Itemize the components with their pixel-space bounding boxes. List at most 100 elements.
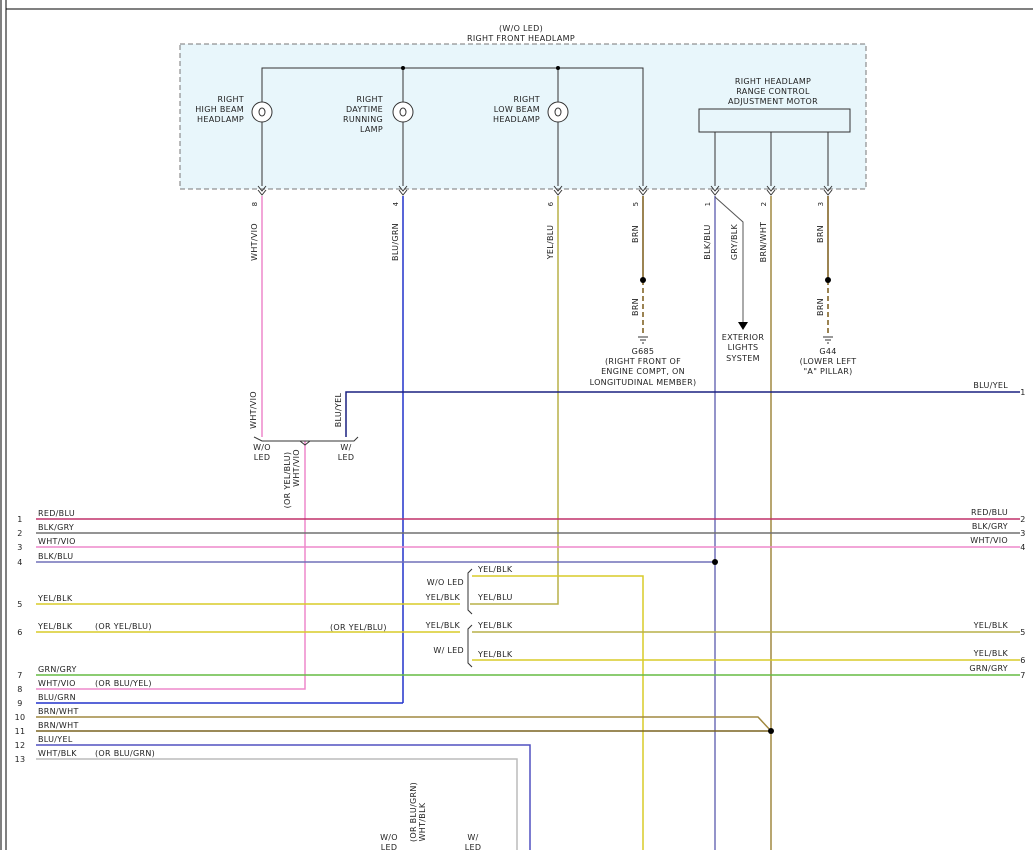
left-wire-label: BRN/WHT bbox=[38, 721, 79, 730]
mid-bracket-wo bbox=[467, 568, 473, 615]
left-wire-alt-label: (OR YEL/BLU) bbox=[95, 622, 152, 631]
svg-text:EXTERIOR: EXTERIOR bbox=[722, 333, 765, 342]
wire-yel-blu bbox=[470, 196, 559, 605]
bottom-w-led-label: W/ LED bbox=[465, 833, 481, 850]
left-wire-label: BLU/YEL bbox=[38, 735, 73, 744]
svg-text:RIGHT: RIGHT bbox=[356, 95, 383, 104]
svg-text:(OR YEL/BLU): (OR YEL/BLU) bbox=[330, 623, 387, 632]
ground-g685-label: G685 (RIGHT FRONT OF ENGINE COMPT, ON LO… bbox=[590, 347, 697, 387]
svg-text:2: 2 bbox=[760, 202, 768, 207]
left-wire-label: WHT/VIO bbox=[38, 537, 76, 546]
right-pin-number: 6 bbox=[1020, 656, 1025, 665]
arrow-down-icon bbox=[738, 322, 748, 330]
vertical-wire-labels: WHT/VIO BLU/GRN YEL/BLU BRN BRN BLK/BLU … bbox=[249, 222, 825, 429]
left-pin-number: 10 bbox=[15, 713, 26, 722]
left-pin-number: 13 bbox=[15, 755, 26, 764]
right-wire-label: GRN/GRY bbox=[969, 664, 1008, 673]
motor-body bbox=[698, 108, 851, 133]
svg-text:BLU/GRN: BLU/GRN bbox=[391, 223, 400, 261]
svg-text:RANGE CONTROL: RANGE CONTROL bbox=[736, 87, 810, 96]
left-wire-label: GRN/GRY bbox=[38, 665, 77, 674]
svg-text:(LOWER LEFT: (LOWER LEFT bbox=[800, 357, 857, 366]
wire-wht-blk-13 bbox=[36, 758, 518, 850]
svg-text:BRN: BRN bbox=[631, 298, 640, 316]
svg-text:LED: LED bbox=[338, 453, 355, 462]
mid-w-led-label: W/ LED bbox=[433, 646, 464, 655]
right-wire-label: WHT/VIO bbox=[970, 536, 1008, 545]
left-connector: 1RED/BLU2BLK/GRY3WHT/VIO4BLK/BLU5YEL/BLK… bbox=[15, 509, 155, 764]
svg-text:6: 6 bbox=[547, 201, 555, 206]
splice-brn-g685 bbox=[640, 277, 646, 283]
high-beam-label: RIGHT HIGH BEAM HEADLAMP bbox=[195, 95, 244, 124]
svg-text:(RIGHT FRONT OF: (RIGHT FRONT OF bbox=[605, 357, 681, 366]
svg-text:(OR YEL/BLU): (OR YEL/BLU) bbox=[283, 452, 292, 509]
left-wire-alt-label: (OR BLU/GRN) bbox=[95, 749, 155, 758]
svg-text:(OR BLU/GRN): (OR BLU/GRN) bbox=[409, 782, 418, 842]
left-pin-number: 12 bbox=[15, 741, 26, 750]
mid-bracket-w bbox=[467, 624, 473, 668]
left-pin-number: 8 bbox=[17, 685, 22, 694]
low-beam-label: RIGHT LOW BEAM HEADLAMP bbox=[493, 95, 540, 124]
svg-text:G44: G44 bbox=[819, 347, 836, 356]
left-wire-label: BRN/WHT bbox=[38, 707, 79, 716]
motor-leads bbox=[714, 132, 829, 186]
splice-blk-blu bbox=[712, 559, 718, 565]
svg-text:GRY/BLK: GRY/BLK bbox=[730, 223, 739, 260]
left-pin-number: 7 bbox=[17, 671, 22, 680]
svg-text:W/: W/ bbox=[340, 443, 351, 452]
svg-text:HEADLAMP: HEADLAMP bbox=[197, 115, 244, 124]
svg-text:HEADLAMP: HEADLAMP bbox=[493, 115, 540, 124]
mid-wo-led-label: W/O LED bbox=[427, 578, 464, 587]
svg-text:BLK/BLU: BLK/BLU bbox=[703, 224, 712, 259]
mid-wire-labels: YEL/BLK YEL/BLK YEL/BLU (OR YEL/BLU) YEL… bbox=[330, 565, 513, 659]
svg-text:BLU/YEL: BLU/YEL bbox=[334, 392, 343, 427]
vertical-wires bbox=[36, 196, 1020, 850]
svg-text:W/O: W/O bbox=[253, 443, 271, 452]
left-pin-number: 1 bbox=[17, 515, 22, 524]
internal-bus bbox=[261, 67, 644, 186]
svg-text:1: 1 bbox=[704, 202, 712, 207]
left-wire-label: RED/BLU bbox=[38, 509, 75, 518]
bus-splice-low bbox=[556, 66, 560, 70]
left-pin-number: 9 bbox=[17, 699, 22, 708]
right-wire-label: RED/BLU bbox=[971, 508, 1008, 517]
svg-text:DAYTIME: DAYTIME bbox=[346, 105, 383, 114]
svg-text:LED: LED bbox=[381, 843, 398, 850]
right-pin-number: 2 bbox=[1020, 515, 1025, 524]
svg-text:LAMP: LAMP bbox=[360, 125, 383, 134]
left-pin-number: 2 bbox=[17, 529, 22, 538]
ground-icon bbox=[638, 336, 833, 344]
bus-splice-drl bbox=[401, 66, 405, 70]
svg-text:BRN/WHT: BRN/WHT bbox=[759, 222, 768, 263]
svg-text:WHT/VIO: WHT/VIO bbox=[292, 449, 301, 487]
headlamp-title: RIGHT FRONT HEADLAMP bbox=[467, 34, 575, 43]
right-wire-label: YEL/BLK bbox=[973, 649, 1009, 658]
right-pin-number: 5 bbox=[1020, 628, 1025, 637]
ground-g44-label: G44 (LOWER LEFT "A" PILLAR) bbox=[800, 347, 857, 376]
variant-bracket bbox=[253, 436, 359, 446]
left-wire-label: YEL/BLK bbox=[37, 622, 73, 631]
svg-text:YEL/BLK: YEL/BLK bbox=[425, 621, 461, 630]
svg-text:WHT/VIO: WHT/VIO bbox=[249, 391, 258, 429]
svg-text:"A" PILLAR): "A" PILLAR) bbox=[803, 367, 852, 376]
svg-text:5: 5 bbox=[632, 202, 640, 207]
right-wire-label: BLU/YEL bbox=[973, 381, 1008, 390]
left-wire-label: BLK/GRY bbox=[38, 523, 74, 532]
wire-blu-yel-12 bbox=[36, 744, 531, 850]
or-blu-grn-wht-blk-label: (OR BLU/GRN) WHT/BLK bbox=[409, 782, 427, 842]
wire-gry-blk bbox=[714, 196, 744, 322]
svg-text:W/O: W/O bbox=[380, 833, 398, 842]
svg-text:RIGHT HEADLAMP: RIGHT HEADLAMP bbox=[735, 77, 811, 86]
lamp-bulb-icon bbox=[251, 101, 569, 123]
svg-text:YEL/BLK: YEL/BLK bbox=[477, 650, 513, 659]
svg-text:RIGHT: RIGHT bbox=[217, 95, 244, 104]
left-pin-number: 4 bbox=[17, 558, 22, 567]
right-pin-number: 3 bbox=[1020, 529, 1025, 538]
svg-text:SYSTEM: SYSTEM bbox=[726, 354, 760, 363]
svg-text:YEL/BLU: YEL/BLU bbox=[546, 225, 555, 261]
left-wire-label: BLK/BLU bbox=[38, 552, 73, 561]
svg-text:8: 8 bbox=[251, 202, 259, 207]
right-connector: BLU/YEL1RED/BLU2BLK/GRY3WHT/VIO4YEL/BLK5… bbox=[969, 381, 1025, 680]
right-pin-number: 4 bbox=[1020, 543, 1025, 552]
